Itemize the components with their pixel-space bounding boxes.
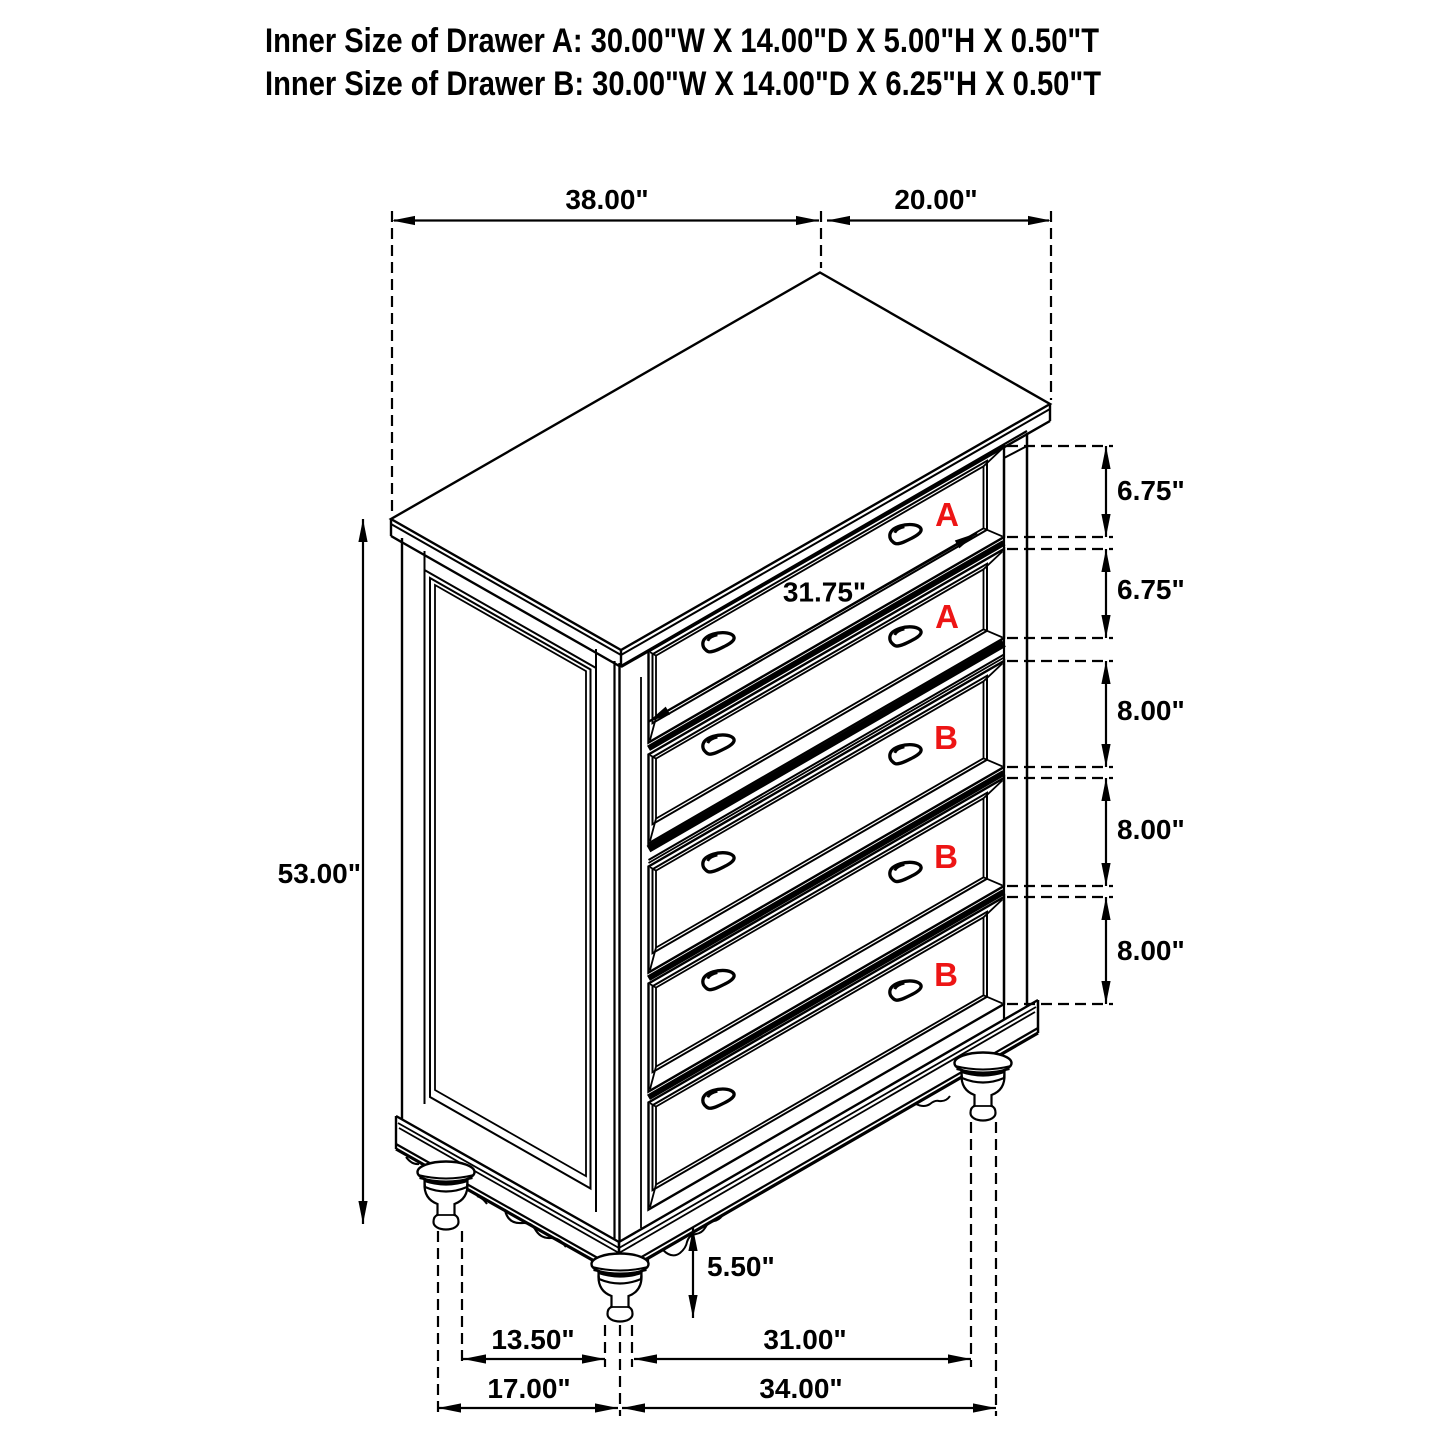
svg-text:53.00": 53.00" <box>278 858 361 889</box>
svg-text:34.00": 34.00" <box>759 1373 842 1404</box>
svg-text:A: A <box>935 598 959 635</box>
svg-text:31.00": 31.00" <box>763 1324 846 1355</box>
svg-text:B: B <box>934 838 958 875</box>
svg-text:8.00": 8.00" <box>1117 935 1185 966</box>
svg-text:20.00": 20.00" <box>894 184 977 215</box>
svg-text:5.50": 5.50" <box>707 1251 775 1282</box>
svg-text:13.50": 13.50" <box>491 1324 574 1355</box>
svg-text:8.00": 8.00" <box>1117 814 1185 845</box>
svg-text:31.75": 31.75" <box>783 577 866 608</box>
svg-text:6.75": 6.75" <box>1117 475 1185 506</box>
svg-text:B: B <box>934 719 958 756</box>
svg-text:38.00": 38.00" <box>565 184 648 215</box>
svg-text:B: B <box>934 956 958 993</box>
svg-text:17.00": 17.00" <box>487 1373 570 1404</box>
svg-text:Inner Size of Drawer B: 30.00": Inner Size of Drawer B: 30.00"W X 14.00"… <box>265 65 1101 103</box>
svg-text:6.75": 6.75" <box>1117 574 1185 605</box>
svg-text:A: A <box>935 496 959 533</box>
svg-text:Inner Size of Drawer A: 30.00": Inner Size of Drawer A: 30.00"W X 14.00"… <box>265 22 1099 60</box>
svg-text:8.00": 8.00" <box>1117 695 1185 726</box>
